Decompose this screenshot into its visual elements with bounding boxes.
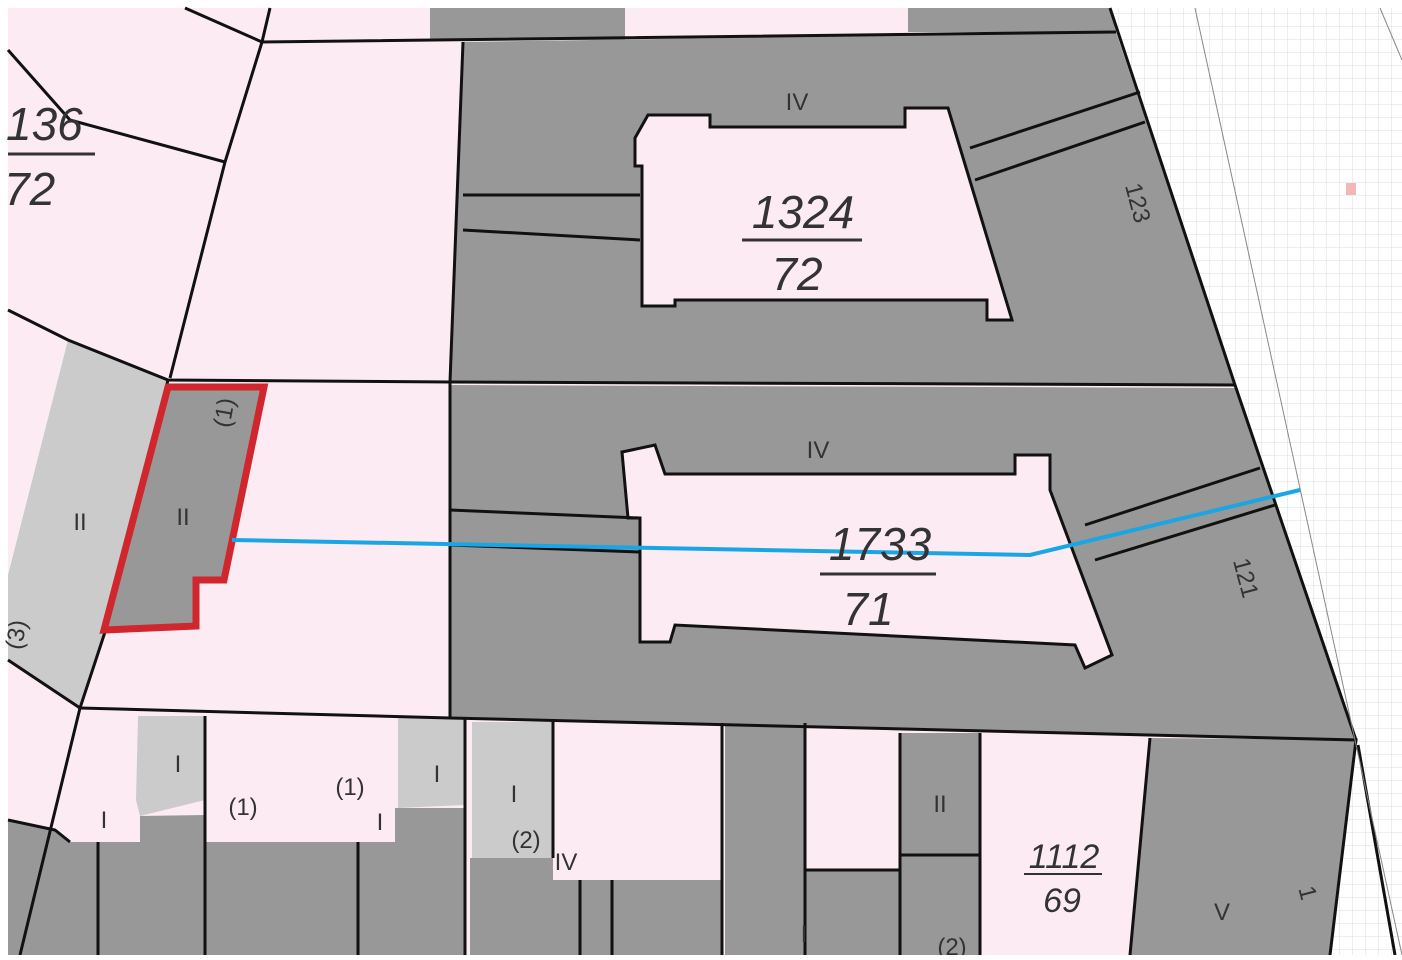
floor-label-i-b: I xyxy=(101,807,108,834)
annotation-bottom-2: (2) xyxy=(511,827,540,854)
floor-label-i-bottom: I xyxy=(801,921,808,948)
floor-label-ii-light: II xyxy=(73,509,86,536)
floor-label-i-e: I xyxy=(511,781,518,808)
building-left-light[interactable] xyxy=(8,340,168,708)
courtyard-1733 xyxy=(620,443,1114,671)
floor-label-i-a: I xyxy=(175,751,182,778)
annotation-bottom-1a: (1) xyxy=(228,794,257,821)
floor-label-ii-selected: II xyxy=(176,504,189,531)
floor-label-ii-bottom: II xyxy=(933,791,946,818)
floor-label-iv-bottom: IV xyxy=(555,849,578,876)
parcel-label-1733: 1733 71 xyxy=(820,518,936,635)
building-bottom-v xyxy=(1130,738,1356,955)
svg-text:71: 71 xyxy=(842,583,893,635)
parcel-label-1324: 1324 72 xyxy=(742,186,862,300)
annotation-bottom-2b: (2) xyxy=(937,934,966,955)
small-marker xyxy=(1346,183,1356,195)
parcel-label-1112: 1112 69 xyxy=(1024,838,1102,920)
floor-label-v-bottom: V xyxy=(1214,899,1230,926)
svg-text:72: 72 xyxy=(771,248,822,300)
building-bottom-i xyxy=(805,870,900,955)
svg-text:72: 72 xyxy=(4,163,55,215)
floor-label-iv-top: IV xyxy=(786,89,809,116)
svg-text:1112: 1112 xyxy=(1029,838,1100,876)
measure-line[interactable] xyxy=(231,488,1301,558)
building-bottom-left xyxy=(8,808,465,955)
building-top-b xyxy=(908,8,1116,32)
svg-text:1324: 1324 xyxy=(752,186,854,238)
svg-text:69: 69 xyxy=(1043,882,1081,920)
svg-text:1733: 1733 xyxy=(829,518,932,570)
building-bottom-i-a xyxy=(136,716,205,816)
building-bottom-ii xyxy=(900,733,980,955)
building-bottom-i-b xyxy=(398,717,465,808)
selected-parcel-outline[interactable] xyxy=(99,383,269,634)
annotation-left-3: (3) xyxy=(1,618,33,652)
building-top-a xyxy=(430,8,625,40)
building-bottom-mid xyxy=(470,858,722,955)
building-bottom-strip xyxy=(725,723,805,955)
parcel-label-136: 136 72 xyxy=(4,98,95,215)
annotation-sel-1: (1) xyxy=(209,396,241,430)
building-bottom-i-c xyxy=(472,722,553,858)
floor-label-iv-mid: IV xyxy=(807,437,830,464)
svg-text:136: 136 xyxy=(6,98,83,150)
floor-label-i-c: I xyxy=(377,809,384,836)
floor-label-i-d: I xyxy=(434,761,441,788)
courtyard-1324 xyxy=(633,106,1015,322)
annotation-bottom-1b: (1) xyxy=(335,774,364,801)
